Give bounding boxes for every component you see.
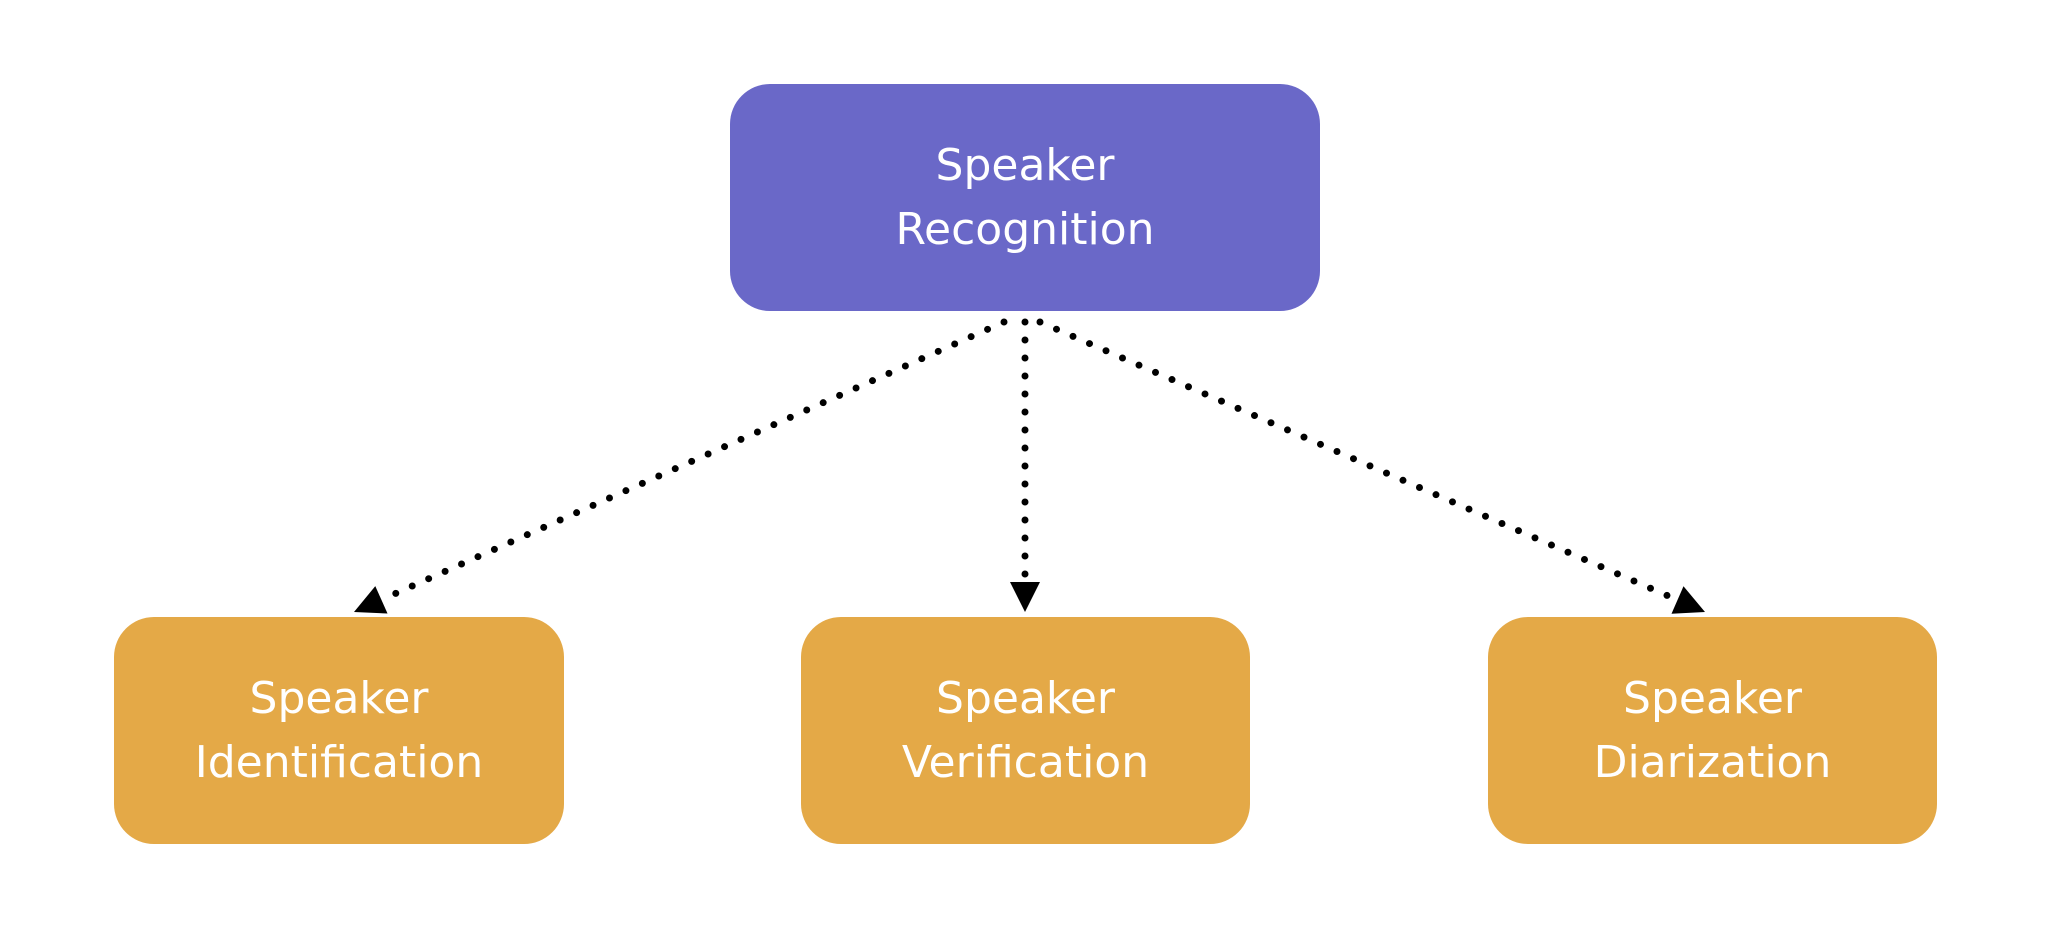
node-label-line2: Verification xyxy=(901,736,1150,788)
node-speaker-verification: Speaker Verification xyxy=(801,617,1250,844)
node-label-line1: Speaker xyxy=(1623,672,1802,724)
node-speaker-recognition: Speaker Recognition xyxy=(730,84,1320,311)
node-label-line1: Speaker xyxy=(935,139,1115,191)
connector-diarization xyxy=(1036,318,1682,604)
arrowhead-diarization xyxy=(1671,586,1705,614)
connector-group xyxy=(354,318,1705,614)
node-label-line2: Recognition xyxy=(895,203,1155,255)
node-label-line1: Speaker xyxy=(936,672,1115,724)
arrowhead-verification xyxy=(1010,582,1040,612)
node-speaker-identification: Speaker Identification xyxy=(114,617,564,844)
node-label-line1: Speaker xyxy=(249,672,429,724)
node-label-line2: Diarization xyxy=(1593,736,1832,788)
arrowhead-identification xyxy=(354,586,388,614)
node-speaker-diarization: Speaker Diarization xyxy=(1488,617,1937,844)
node-label-line2: Identification xyxy=(194,736,484,788)
connector-identification xyxy=(377,318,1008,604)
